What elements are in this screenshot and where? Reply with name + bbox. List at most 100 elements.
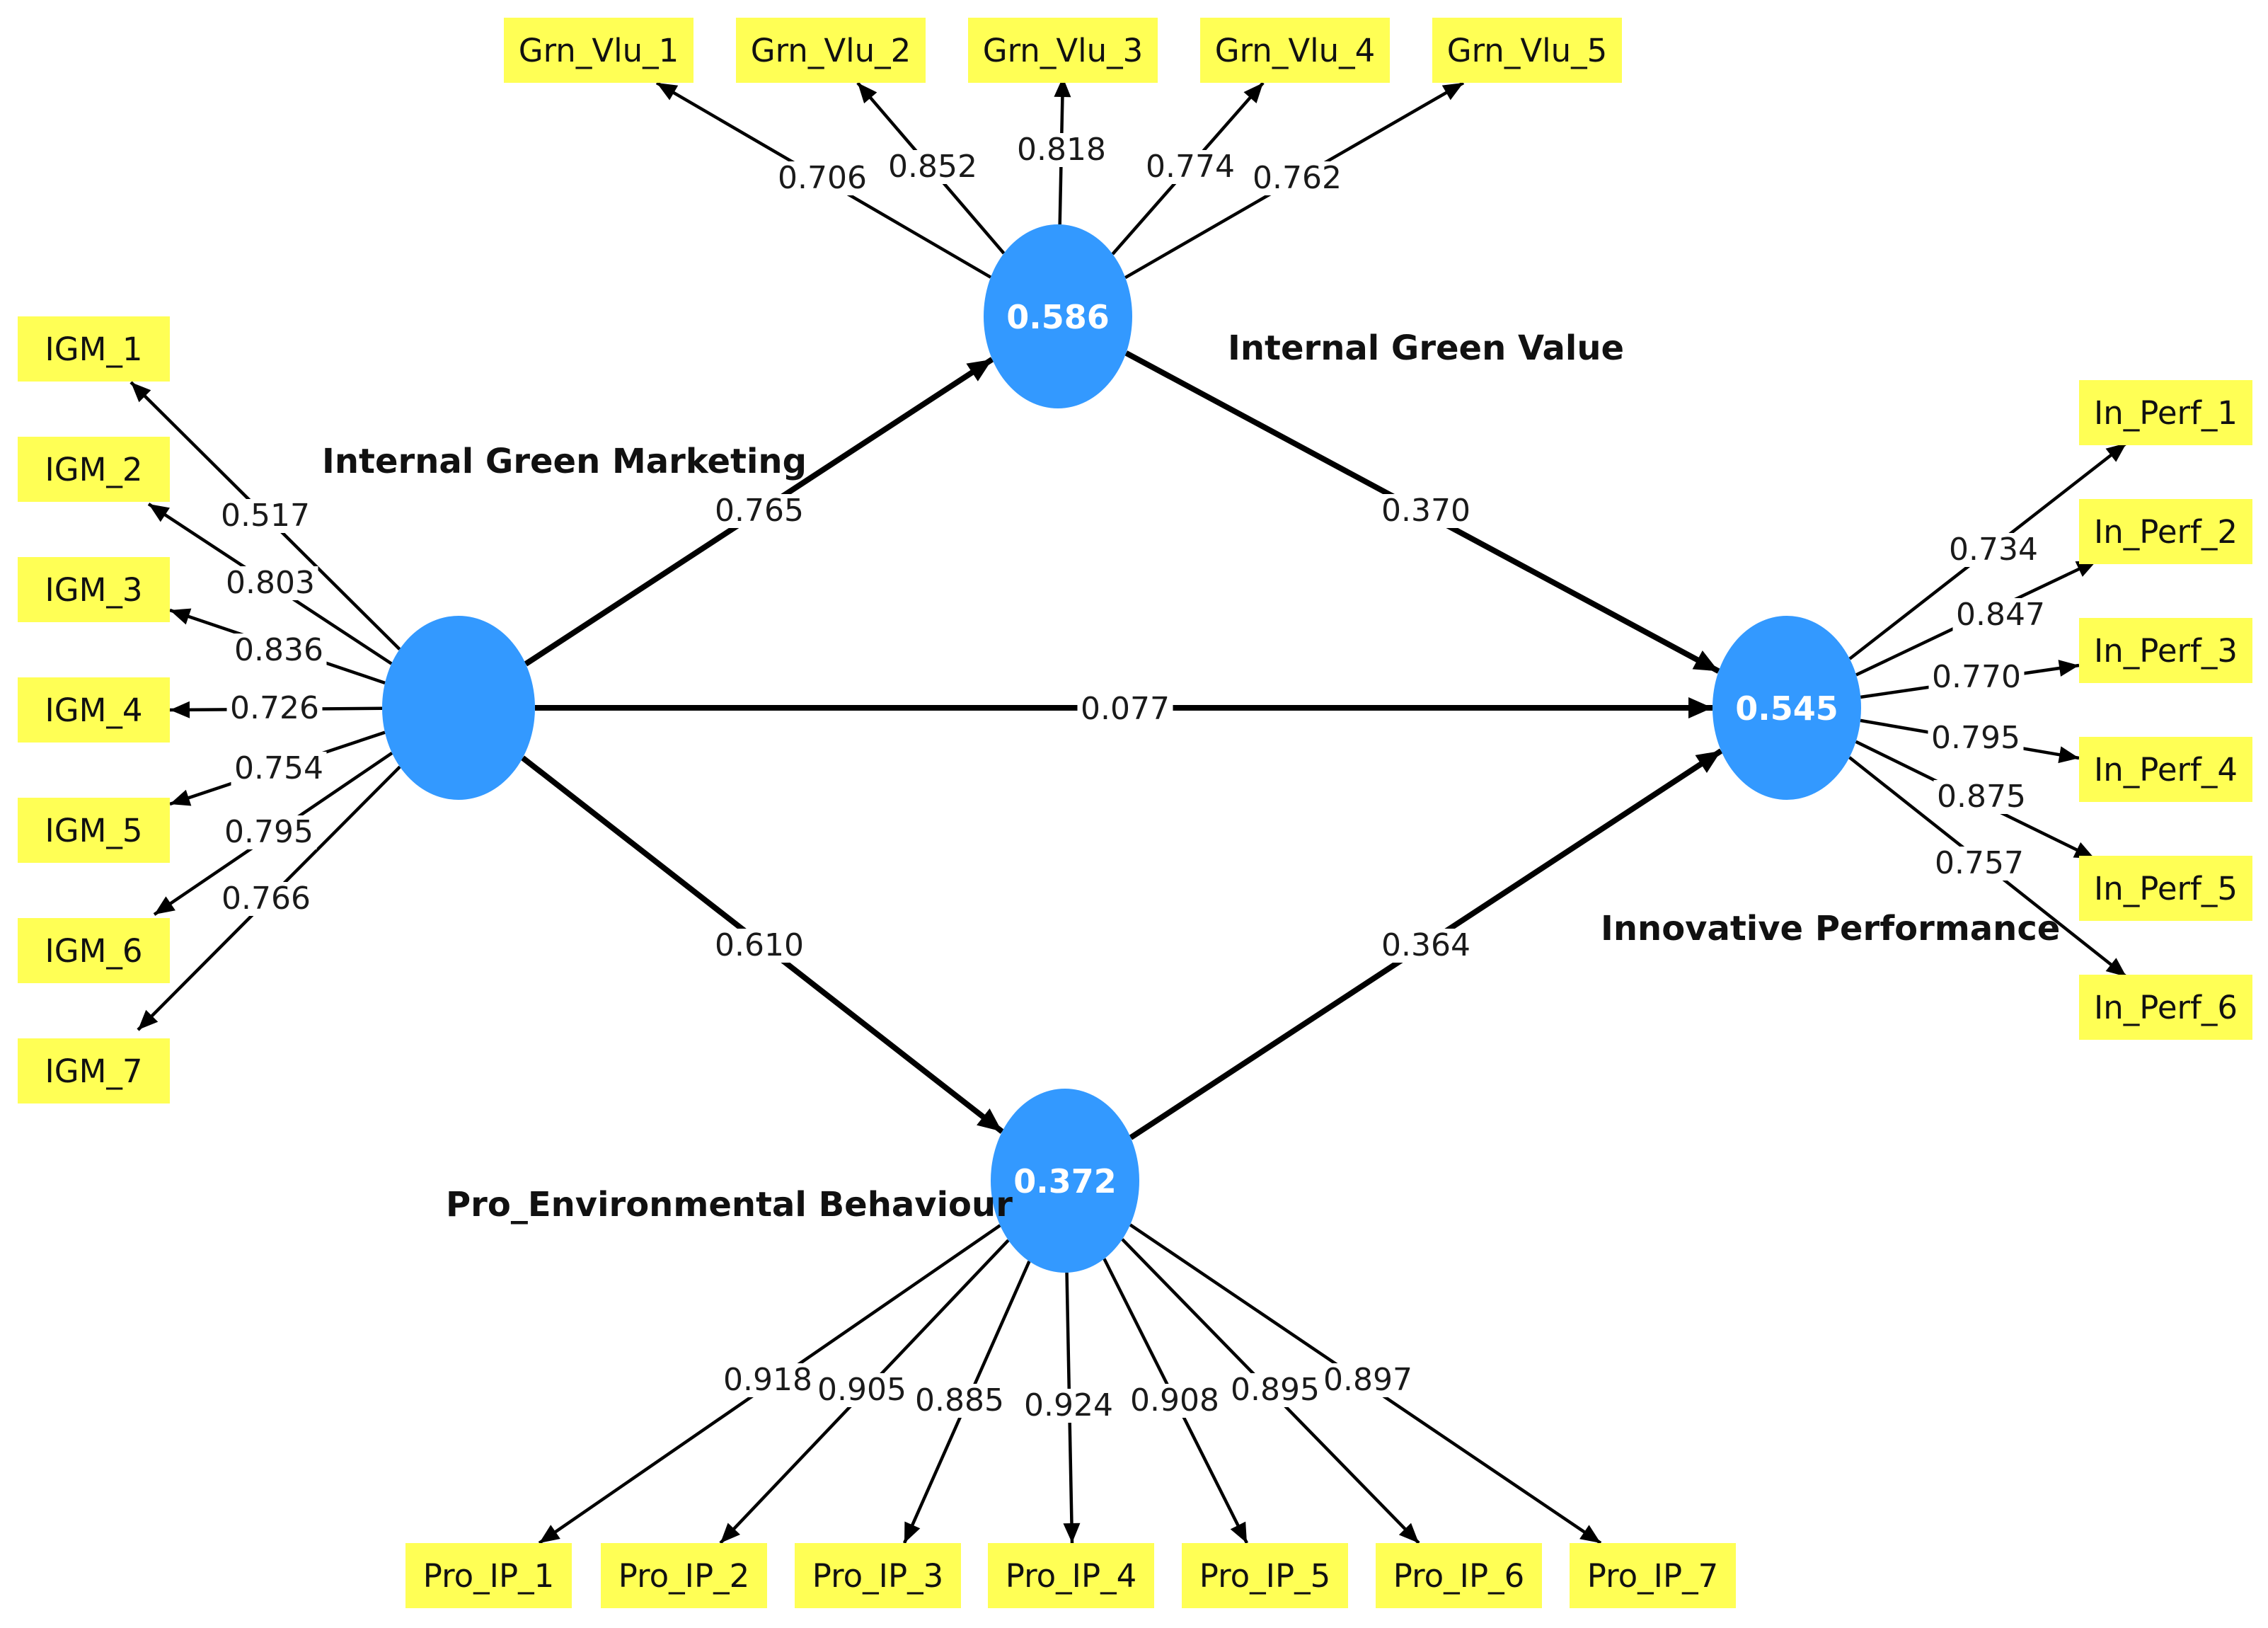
loading-In_Perf_1: 0.734 [1949, 532, 2038, 568]
indicator-IGM_3-box[interactable] [18, 557, 170, 622]
indicator-In_Perf_3-box[interactable] [2079, 618, 2252, 683]
latent-ip-name: Innovative Performance [1601, 909, 2060, 948]
indicator-Grn_Vlu_3-box[interactable] [968, 18, 1158, 83]
loading-Pro_IP_3-group: 0.885 [911, 1382, 1008, 1418]
loading-Pro_IP_4-arrowhead [1063, 1523, 1081, 1543]
indicator-Pro_IP_1-label: Pro_IP_1 [423, 1557, 554, 1595]
loading-Pro_IP_6-group: 0.895 [1227, 1372, 1323, 1408]
indicator-Grn_Vlu_1-box[interactable] [504, 18, 693, 83]
path-coefficient-igv-ip: 0.370 [1381, 493, 1470, 529]
latent-ip-r2: 0.545 [1735, 689, 1838, 728]
indicator-Grn_Vlu_4-box[interactable] [1200, 18, 1390, 83]
indicator-Pro_IP_4-box[interactable] [988, 1543, 1154, 1608]
indicator-Grn_Vlu_2-box[interactable] [736, 18, 926, 83]
loading-IGM_5-group: 0.754 [231, 750, 327, 786]
indicator-In_Perf_2-box[interactable] [2079, 499, 2252, 564]
loading-Grn_Vlu_5-arrowhead [1441, 83, 1463, 101]
indicator-In_Perf_6-box[interactable] [2079, 975, 2252, 1040]
latent-igm-circle[interactable] [382, 616, 535, 800]
loading-Grn_Vlu_2-bg [885, 150, 981, 184]
loading-Grn_Vlu_4-bg [1142, 150, 1238, 184]
loading-IGM_4-bg [226, 692, 323, 726]
indicator-IGM_5-box[interactable] [18, 798, 170, 863]
loading-In_Perf_4-arrowhead [2058, 746, 2079, 764]
indicator-In_Perf_3-label: In_Perf_3 [2094, 632, 2238, 670]
loading-In_Perf_3-bg [1928, 660, 2025, 694]
loading-Pro_IP_5-group: 0.908 [1127, 1382, 1223, 1418]
loading-IGM_6-bg [221, 815, 317, 849]
loading-IGM_2: 0.803 [226, 565, 315, 601]
indicator-IGM_2-label: IGM_2 [45, 451, 142, 488]
latent-peb-name: Pro_Environmental Behaviour [446, 1185, 1013, 1225]
path-coefficient-igm-igv-group: 0.765 [711, 493, 807, 529]
loading-Pro_IP_2-bg [814, 1373, 910, 1407]
loading-IGM_7-arrowhead [138, 1009, 159, 1030]
indicator-Pro_IP_3-box[interactable] [795, 1543, 961, 1608]
loading-Pro_IP_5-bg [1127, 1384, 1223, 1418]
path-coefficient-igm-peb-group: 0.610 [711, 927, 807, 963]
loading-In_Perf_4-group: 0.795 [1928, 720, 2024, 756]
indicator-In_Perf_4-box[interactable] [2079, 737, 2252, 802]
loading-IGM_2-arrowhead [149, 504, 170, 522]
indicator-IGM_4-box[interactable] [18, 677, 170, 743]
loading-In_Perf_6-arrowhead [2105, 958, 2126, 977]
path-igv-ip-arrowhead [1692, 650, 1719, 672]
indicator-Pro_IP_7-box[interactable] [1570, 1543, 1736, 1608]
path-coefficient-peb-ip-group: 0.364 [1378, 927, 1474, 963]
indicator-In_Perf_1-box[interactable] [2079, 380, 2252, 445]
indicator-IGM_5-label: IGM_5 [45, 812, 142, 849]
indicator-Pro_IP_6-label: Pro_IP_6 [1393, 1557, 1524, 1595]
loading-Grn_Vlu_5: 0.762 [1253, 160, 1342, 196]
indicator-In_Perf_5-label: In_Perf_5 [2094, 870, 2238, 907]
indicator-Grn_Vlu_1-label: Grn_Vlu_1 [519, 32, 679, 69]
path-igm-peb-arrowhead [977, 1108, 1003, 1132]
indicator-IGM_1-box[interactable] [18, 316, 170, 382]
loading-In_Perf_1-arrowhead [2105, 443, 2126, 462]
indicator-Pro_IP_3-label: Pro_IP_3 [812, 1557, 943, 1595]
loading-In_Perf_4: 0.795 [1931, 720, 2020, 756]
indicator-Pro_IP_2-box[interactable] [601, 1543, 767, 1608]
indicator-IGM_7-box[interactable] [18, 1038, 170, 1104]
path-coefficient-peb-ip-bg [1378, 929, 1474, 963]
loading-IGM_1-group: 0.517 [217, 498, 313, 534]
latent-igv-circle[interactable] [984, 224, 1132, 408]
indicator-Pro_IP_5-box[interactable] [1182, 1543, 1348, 1608]
indicator-In_Perf_5-box[interactable] [2079, 856, 2252, 921]
loading-IGM_5-bg [231, 752, 327, 786]
loading-IGM_1-bg [217, 499, 313, 533]
loading-Grn_Vlu_1-group: 0.706 [774, 160, 870, 196]
indicator-Pro_IP_2-label: Pro_IP_2 [618, 1557, 749, 1595]
latent-ip-circle[interactable] [1712, 616, 1861, 800]
loading-IGM_5: 0.754 [234, 750, 323, 786]
indicator-IGM_2-box[interactable] [18, 437, 170, 502]
indicator-Grn_Vlu_5-box[interactable] [1432, 18, 1622, 83]
loading-IGM_7: 0.766 [221, 881, 311, 917]
loading-Pro_IP_2: 0.905 [817, 1372, 906, 1408]
loading-Grn_Vlu_3-bg [1013, 133, 1110, 167]
indicator-Pro_IP_1-box[interactable] [405, 1543, 572, 1608]
loading-In_Perf_6-group: 0.757 [1931, 845, 2027, 881]
latent-peb-circle[interactable] [991, 1089, 1139, 1273]
loading-Pro_IP_5: 0.908 [1130, 1382, 1219, 1418]
loading-Pro_IP_6: 0.895 [1231, 1372, 1320, 1408]
loading-Pro_IP_2-group: 0.905 [814, 1372, 910, 1408]
loading-Grn_Vlu_3-arrowhead [1054, 77, 1071, 98]
indicator-Grn_Vlu_4-label: Grn_Vlu_4 [1215, 32, 1376, 69]
indicator-In_Perf_4-label: In_Perf_4 [2094, 751, 2238, 789]
loading-IGM_6: 0.795 [224, 814, 313, 850]
loading-Grn_Vlu_1-arrowhead [657, 83, 679, 101]
loading-Pro_IP_7: 0.897 [1323, 1362, 1412, 1398]
loading-Grn_Vlu_4-group: 0.774 [1142, 149, 1238, 185]
loading-In_Perf_2-arrowhead [2075, 561, 2097, 577]
path-coefficient-igm-ip-group: 0.077 [1077, 691, 1173, 727]
loading-Grn_Vlu_3: 0.818 [1017, 132, 1106, 168]
loading-IGM_6-arrowhead [154, 896, 175, 915]
loading-IGM_7-bg [218, 882, 314, 916]
loading-In_Perf_5: 0.875 [1937, 779, 2026, 815]
indicator-IGM_6-box[interactable] [18, 918, 170, 983]
loading-IGM_1-arrowhead [131, 382, 151, 403]
indicator-Pro_IP_6-box[interactable] [1376, 1543, 1542, 1608]
loading-In_Perf_2-group: 0.847 [1952, 597, 2049, 633]
path-coefficient-igm-ip-bg [1077, 692, 1173, 726]
